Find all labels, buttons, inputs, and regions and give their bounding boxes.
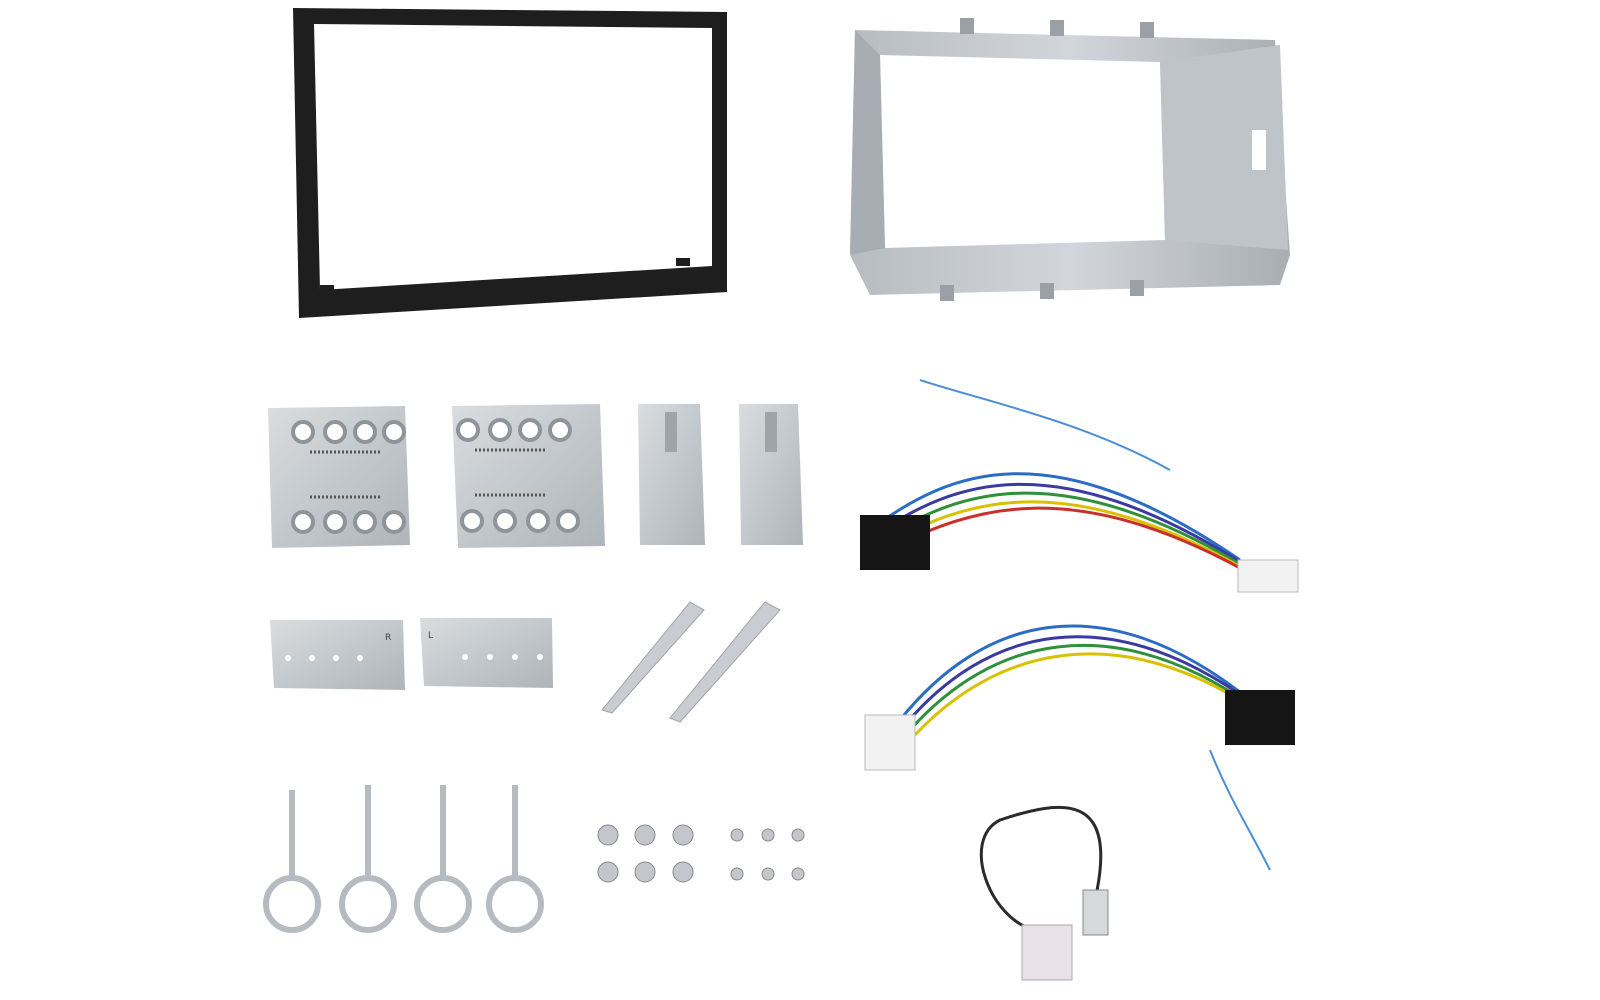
side-bracket-left-plate xyxy=(268,406,410,548)
vertical-clip-1 xyxy=(638,404,705,545)
vertical-clip-2 xyxy=(739,404,803,545)
ring-keys xyxy=(263,785,544,933)
screws-large xyxy=(597,824,694,883)
removal-key-2 xyxy=(669,601,781,723)
screws-small xyxy=(730,828,805,881)
wiring-harness-top xyxy=(860,379,1299,593)
side-bracket-right-plate xyxy=(452,404,605,548)
bracket-l: L xyxy=(420,618,553,688)
antenna-adapter-cable xyxy=(979,806,1109,981)
wiring-harness-bottom xyxy=(864,624,1295,871)
double-din-fascia-frame xyxy=(293,8,727,318)
removal-key-1 xyxy=(601,601,705,714)
bracket-r-mark: R xyxy=(385,633,391,643)
bracket-r: R xyxy=(270,620,405,690)
mounting-cage xyxy=(850,18,1290,301)
bracket-l-mark: L xyxy=(428,631,433,641)
